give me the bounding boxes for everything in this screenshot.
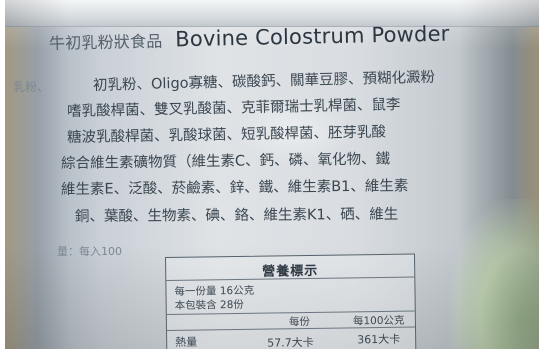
col-per-serving: 每份 [288, 315, 311, 329]
ingredient-line-5: 維生素E、泛酸、菸鹼素、鋅、鐵、維生素B1、維生素 [60, 178, 409, 198]
can-rim [5, 0, 539, 27]
green-graphic [449, 199, 539, 349]
energy-per-100g: 361大卡 [357, 332, 401, 347]
faint-ingredient-start: 乳粉、 [13, 80, 50, 94]
product-title-cn: 牛初乳粉狀食品 [48, 31, 163, 53]
energy-per-serving: 57.7大卡 [267, 335, 314, 349]
net-weight-faint: 量：每入100 [57, 245, 122, 258]
light-glare [235, 95, 355, 165]
ingredient-line-6: 銅、葉酸、生物素、碘、鉻、維生素K1、硒、維生 [74, 206, 399, 225]
product-can-photo: 牛初乳粉狀食品 Bovine Colostrum Powder 乳粉、 初乳粉、… [5, 0, 539, 349]
can-shading [5, 0, 539, 349]
nutrition-facts-panel: 營養標示 每一份量 16公克 本包裝含 28份 每份 每100公克 熱量 57.… [165, 253, 417, 349]
energy-label: 熱量 [175, 335, 198, 349]
servings-per-pack: 本包裝含 28份 [174, 298, 244, 312]
